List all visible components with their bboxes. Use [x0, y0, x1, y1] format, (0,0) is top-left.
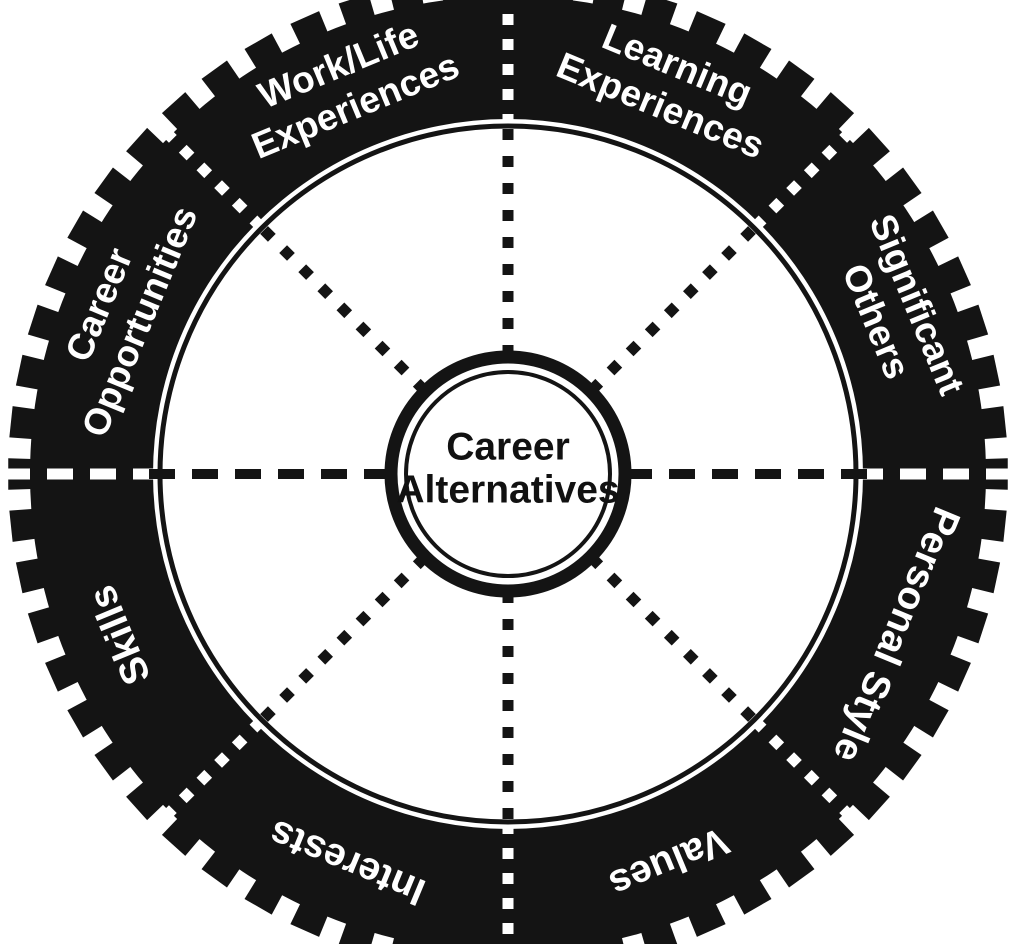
- hub-text-group: Career Alternatives: [396, 425, 619, 511]
- hub-label-line2: Alternatives: [396, 468, 619, 511]
- hub-circle: [384, 350, 632, 598]
- hub-label-line1: Career: [446, 425, 570, 468]
